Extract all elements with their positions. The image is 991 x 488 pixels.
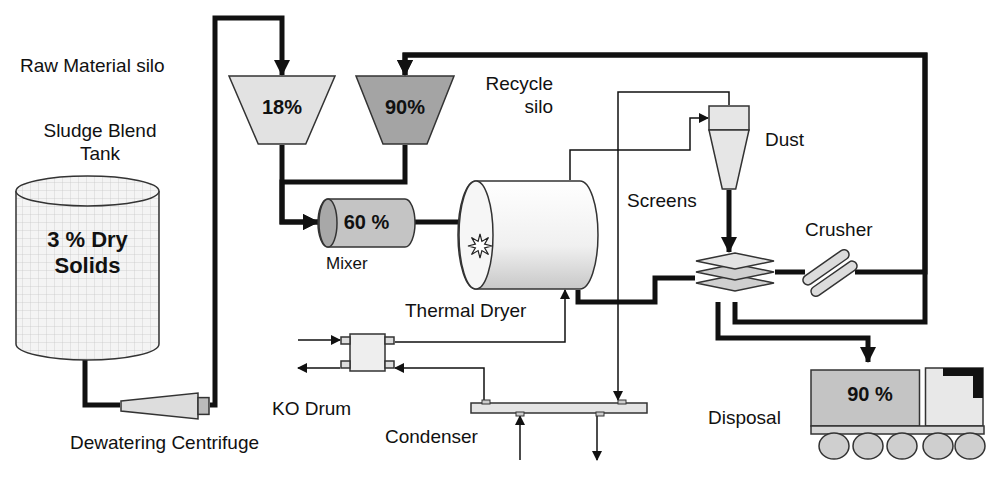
node-label: Dust <box>765 129 804 152</box>
solids-flow-line <box>415 220 458 225</box>
node-label: Mixer <box>326 254 368 274</box>
disposal-truck-shape <box>810 362 985 462</box>
solids-flow-line <box>775 270 805 275</box>
sludge-blend-tank: Sludge Blend Tank3 % Dry Solids <box>15 175 160 360</box>
cooling-water-in <box>519 416 521 460</box>
node-label: Dewatering Centrifuge <box>70 432 259 455</box>
dust-cyclone-shape <box>708 105 750 190</box>
solids-flow-line <box>405 55 925 322</box>
condenser: Condenser <box>470 400 648 416</box>
gas-flow-line <box>570 118 708 180</box>
node-label: KO Drum <box>272 398 351 421</box>
mixer: 60 %Mixer <box>318 198 415 248</box>
solids-flow-line <box>578 278 695 302</box>
node-label: Screens <box>627 190 697 213</box>
crusher-shape <box>805 255 855 291</box>
recycle-silo: Recycle silo90% <box>355 75 455 145</box>
ko-gas-outlet <box>298 367 340 369</box>
dewatering-centrifuge: Dewatering Centrifuge <box>120 392 210 420</box>
thermal-dryer: Thermal Dryer <box>458 180 598 290</box>
node-label: 60 % <box>344 210 390 234</box>
node-label: Disposal <box>708 407 781 430</box>
solids-flow-line <box>718 302 868 362</box>
node-label: Sludge Blend Tank <box>35 120 165 166</box>
node-label: Crusher <box>805 219 873 242</box>
gas-flow-line <box>395 290 565 342</box>
raw-material-silo: Raw Material silo18% <box>228 75 336 145</box>
crusher: Crusher <box>805 255 855 291</box>
screens-shape <box>695 252 775 302</box>
node-label: 90 % <box>832 382 908 406</box>
node-heading: Raw Material silo <box>20 55 165 78</box>
ko-drum: KO Drum <box>340 330 395 375</box>
solids-flow-line <box>727 190 732 252</box>
dust-cyclone: Dust <box>708 105 750 190</box>
dewatering-centrifuge-shape <box>120 392 210 420</box>
thermal-dryer-shape <box>458 180 598 290</box>
ko-drum-shape <box>340 330 395 375</box>
node-label: 90% <box>385 95 425 119</box>
condenser-shape <box>470 400 648 416</box>
disposal-truck: 90 %Disposal <box>810 362 985 462</box>
ko-gas-inlet <box>298 339 340 341</box>
node-label: 18% <box>262 95 302 119</box>
gas-flow-line <box>395 368 484 400</box>
node-label: Recycle silo <box>467 73 553 119</box>
solids-flow-line <box>85 360 120 405</box>
screens: Screens <box>695 252 775 302</box>
node-label: Condenser <box>385 426 478 449</box>
node-label: 3 % Dry Solids <box>43 227 133 280</box>
node-label: Thermal Dryer <box>405 300 526 323</box>
condensate-out <box>596 416 598 460</box>
